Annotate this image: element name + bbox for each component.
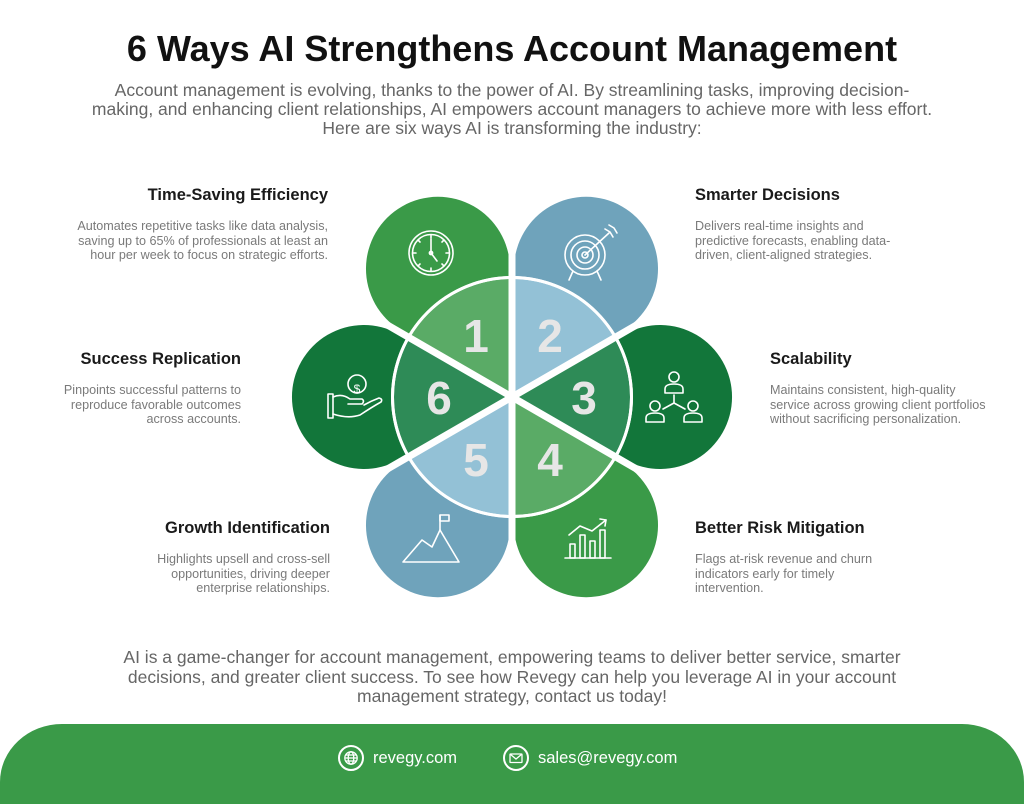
mountain-flag-icon (402, 514, 460, 563)
feature-risk-mitigation: Better Risk Mitigation Flags at-risk rev… (695, 519, 955, 596)
segment-4 (512, 397, 615, 515)
closing-paragraph: AI is a game-changer for account managem… (123, 647, 901, 706)
clock-icon (408, 230, 454, 276)
dollar-glyph: $ (354, 382, 361, 396)
segment-5 (409, 397, 512, 515)
feature-time-saving: Time-Saving Efficiency Automates repetit… (68, 186, 328, 263)
feature-title: Smarter Decisions (695, 186, 840, 204)
feature-title: Time-Saving Efficiency (147, 186, 328, 204)
email-text[interactable]: sales@revegy.com (538, 748, 678, 767)
page-title: 6 Ways AI Strengthens Account Management (126, 28, 898, 69)
feature-success-replication: Success Replication Pinpoints successful… (0, 350, 241, 427)
feature-smarter-decisions: Smarter Decisions Delivers real-time ins… (695, 186, 955, 263)
bar-chart-trend-icon (564, 518, 612, 559)
number-2: 2 (537, 310, 563, 362)
segment-6 (393, 338, 512, 456)
intro-paragraph: Account management is evolving, thanks t… (91, 80, 933, 138)
feature-title: Better Risk Mitigation (695, 519, 865, 537)
website-text[interactable]: revegy.com (373, 748, 458, 767)
divider-lines (311, 167, 713, 627)
feature-title: Growth Identification (165, 519, 330, 537)
number-3: 3 (571, 372, 597, 424)
feature-description: Highlights upsell and cross-sell opportu… (157, 552, 330, 596)
number-4: 4 (537, 434, 563, 486)
feature-description: Flags at-risk revenue and churn indicato… (695, 552, 873, 596)
inner-segments (393, 279, 631, 515)
feature-description: Delivers real-time insights and predicti… (695, 219, 891, 263)
feature-growth-identification: Growth Identification Highlights upsell … (70, 519, 330, 596)
globe-icon (338, 745, 364, 771)
feature-description: Automates repetitive tasks like data ana… (77, 219, 328, 263)
website-link[interactable]: revegy.com (338, 743, 457, 773)
email-link[interactable]: sales@revegy.com (503, 743, 677, 773)
network-people-icon (645, 371, 703, 423)
feature-description: Maintains consistent, high-quality servi… (770, 383, 986, 427)
number-1: 1 (463, 310, 489, 362)
feature-scalability: Scalability Maintains consistent, high-q… (770, 350, 1024, 427)
segment-2 (512, 279, 615, 397)
envelope-icon (503, 745, 529, 771)
number-6: 6 (426, 372, 452, 424)
segment-3 (512, 338, 631, 456)
hand-dollar-icon (327, 374, 383, 419)
segment-1 (409, 279, 512, 397)
feature-title: Scalability (770, 350, 852, 368)
number-5: 5 (463, 434, 489, 486)
feature-description: Pinpoints successful patterns to reprodu… (63, 383, 241, 427)
target-icon (564, 224, 618, 281)
feature-title: Success Replication (80, 350, 241, 368)
